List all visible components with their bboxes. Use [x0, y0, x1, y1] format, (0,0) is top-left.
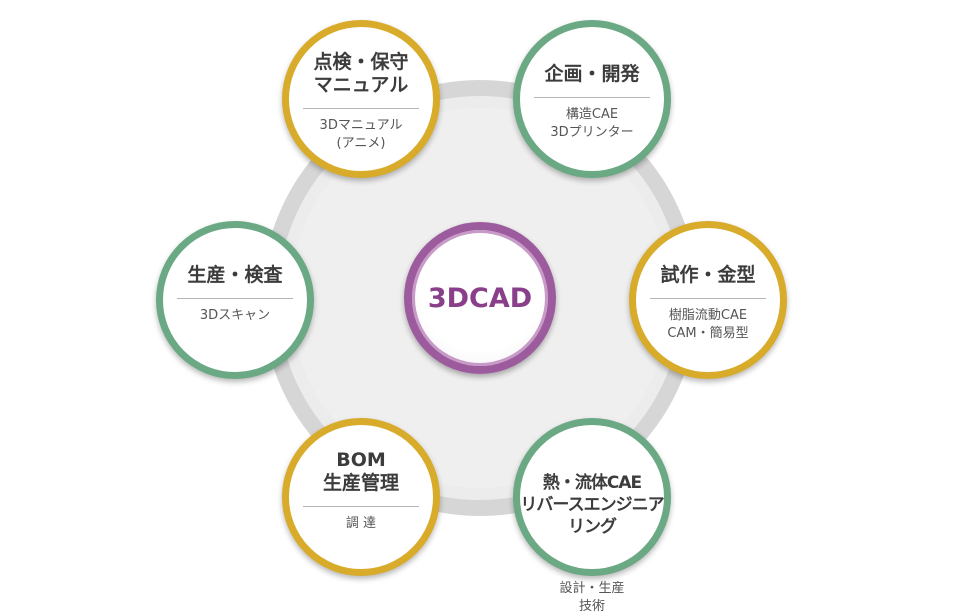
node-bom-title: BOM 生産管理	[322, 449, 399, 494]
node-prototype-sub: 樹脂流動CAE CAM・簡易型	[667, 308, 749, 341]
cad-process-diagram: 3DCAD 点検・保守 マニュアル 3Dマニュアル (アニメ) 企画・開発 構造…	[156, 20, 787, 614]
node-thermal-title-text: 熱・流体CAE リバースエンジニアリング	[520, 473, 664, 537]
node-bom-divider	[303, 506, 419, 507]
node-prototype-title: 試作・金型	[660, 264, 756, 286]
center-label: 3DCAD	[427, 282, 533, 314]
node-thermal-title: 熱・流体CAE リバースエンジニアリング	[520, 449, 664, 561]
node-thermal: 熱・流体CAE リバースエンジニアリング 設計・生産 技術	[513, 418, 671, 614]
node-bom-sub: 調 達	[345, 516, 377, 531]
node-planning: 企画・開発 構造CAE 3Dプリンター	[513, 20, 671, 178]
node-maintenance: 点検・保守 マニュアル 3Dマニュアル (アニメ)	[282, 20, 440, 178]
node-production-divider	[177, 298, 293, 299]
node-production: 生産・検査 3Dスキャン	[156, 221, 314, 379]
node-production-title: 生産・検査	[187, 264, 283, 286]
node-thermal-sub: 設計・生産 技術	[559, 581, 625, 614]
node-planning-sub: 構造CAE 3Dプリンター	[550, 107, 634, 140]
node-production-sub: 3Dスキャン	[199, 308, 271, 323]
node-planning-divider	[534, 97, 650, 98]
center-node: 3DCAD	[404, 222, 556, 374]
node-maintenance-title: 点検・保守 マニュアル	[313, 51, 409, 96]
node-planning-title: 企画・開発	[544, 63, 640, 85]
node-prototype: 試作・金型 樹脂流動CAE CAM・簡易型	[629, 221, 787, 379]
node-prototype-divider	[650, 298, 766, 299]
node-maintenance-sub: 3Dマニュアル (アニメ)	[319, 118, 403, 151]
node-bom: BOM 生産管理 調 達	[282, 418, 440, 576]
node-maintenance-divider	[303, 108, 419, 109]
